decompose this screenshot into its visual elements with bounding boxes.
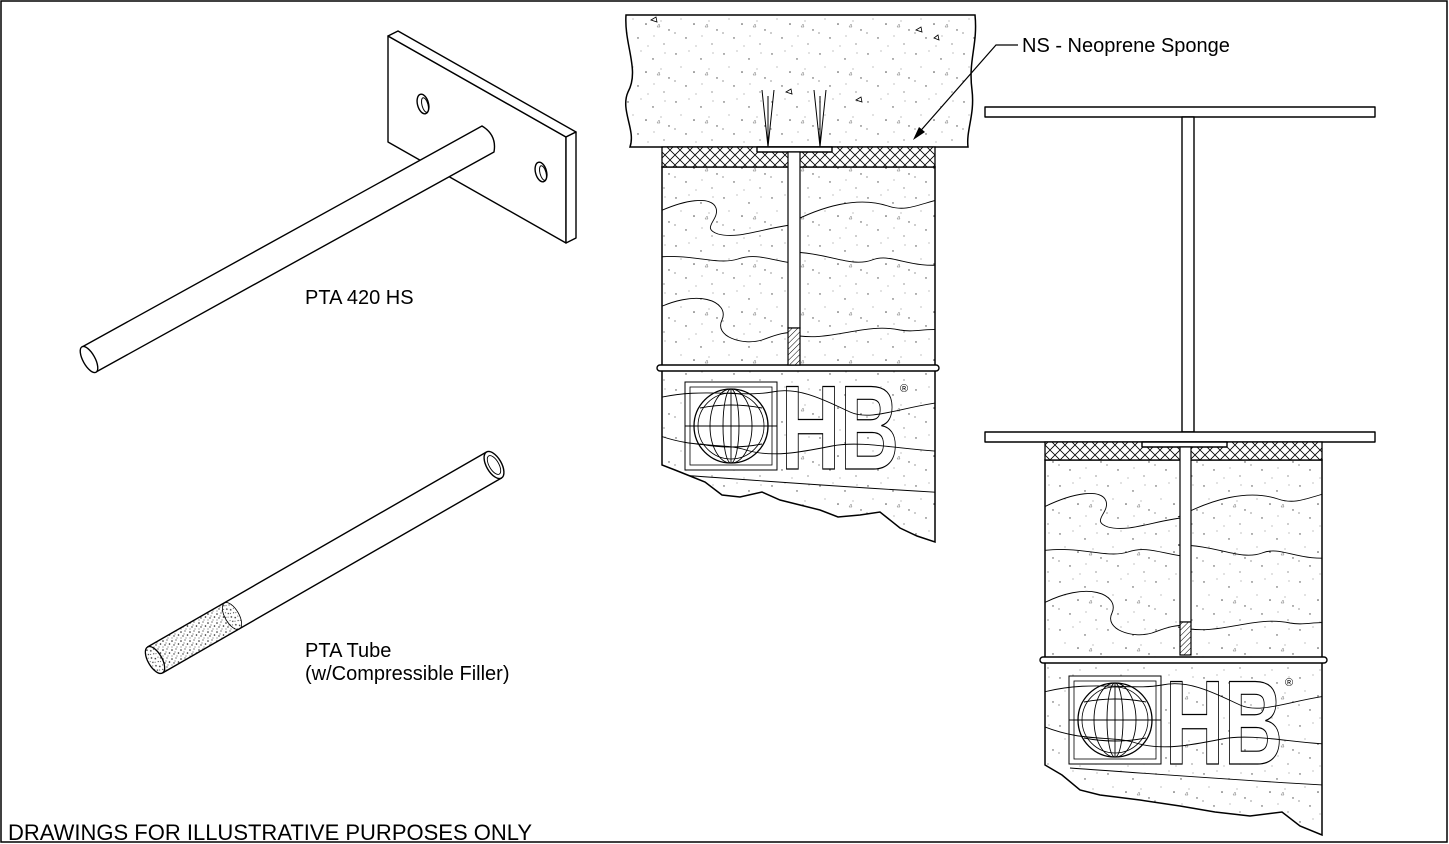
pta-tube-sublabel: (w/Compressible Filler) [305,663,509,685]
dowel-bar [787,151,801,329]
dowel-bearing-plate [756,146,833,153]
steel-beam-to-wall-detail: HB ® [984,106,1376,837]
dowel-bearing-plate [1141,441,1228,448]
leader-arrowhead [913,127,925,140]
globe-logo-icon [684,381,778,471]
logo-letters: HB [781,361,899,495]
pta-tube-label: PTA Tube [305,640,391,662]
tube-outline [147,451,502,674]
beam-top-flange [984,106,1376,118]
compressible-filler [147,603,240,673]
registered-mark: ® [1285,677,1293,689]
hb-logo: HB ® [684,360,908,496]
construction-joint [656,364,940,372]
plate-side-edge [565,131,577,244]
plate-hole [416,93,430,115]
hb-logo: HB ® [1068,655,1293,791]
beam-bottom-flange [984,431,1376,443]
pta-tube [144,450,505,675]
neoprene-leader [913,44,1018,140]
tube-bore [486,455,502,475]
logo-letters: HB [1165,656,1283,790]
plate-hole [534,161,548,183]
slab-to-wall-detail: HB ® NS - Neoprene Sponge [625,14,1230,544]
pta-420-hs-dowel [79,30,577,374]
pta-420-hs-label: PTA 420 HS [305,287,414,309]
dowel-bar [1179,446,1192,623]
construction-joint [1039,656,1328,664]
aggregate-marks [650,16,940,103]
registered-mark: ® [900,383,908,395]
disclaimer-text: DRAWINGS FOR ILLUSTRATIVE PURPOSES ONLY [8,820,532,844]
globe-logo-icon [1068,675,1162,765]
dowel-sleeve [787,327,801,366]
dowel-rod [81,125,496,373]
dowel-sleeve [1179,621,1192,656]
neoprene-sponge-label: NS - Neoprene Sponge [1022,35,1230,57]
dowel-rod-end [79,345,99,374]
beam-web [1181,116,1195,433]
